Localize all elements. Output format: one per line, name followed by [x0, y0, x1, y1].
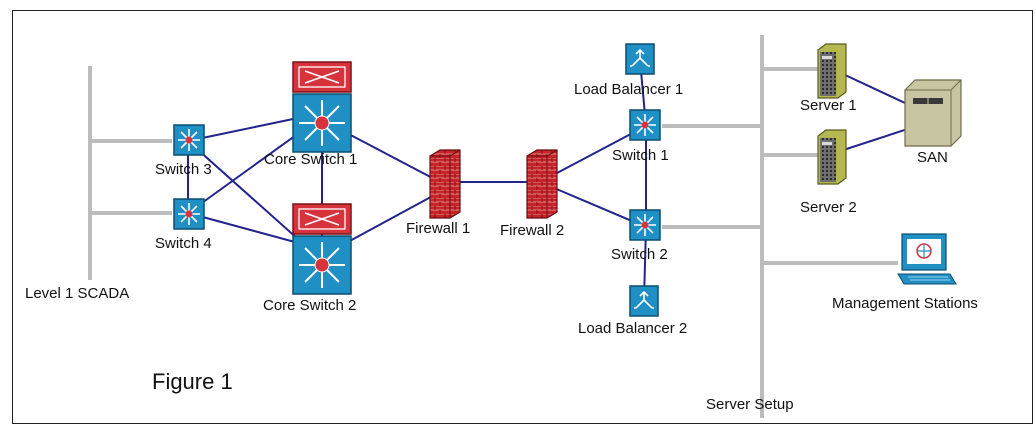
- management-station-icon[interactable]: [897, 233, 957, 285]
- firewall-2-label: Firewall 2: [500, 222, 565, 239]
- load-balancer-2-icon[interactable]: [629, 285, 659, 317]
- switch-4-label: Switch 4: [155, 235, 212, 252]
- load-balancer-1-icon[interactable]: [625, 43, 655, 75]
- server-1-label: Server 1: [800, 97, 857, 114]
- server-bus: [662, 35, 898, 418]
- scada-bus: [88, 66, 172, 280]
- core-switch-2-label: Core Switch 2: [263, 297, 357, 314]
- load-balancer-2-label: Load Balancer 2: [578, 320, 688, 337]
- load-balancer-1-label: Load Balancer 1: [574, 81, 684, 98]
- san-icon[interactable]: [904, 79, 962, 147]
- scada-bus-label: Level 1 SCADA: [25, 285, 130, 302]
- core-switch-2-icon[interactable]: [292, 203, 352, 295]
- management-stations-label: Management Stations: [832, 295, 978, 312]
- switch-3-label: Switch 3: [155, 161, 212, 178]
- switch-1-label: Switch 1: [612, 147, 669, 164]
- switch-1-icon[interactable]: [629, 109, 661, 141]
- switch-2-label: Switch 2: [611, 246, 668, 263]
- firewall-2-icon[interactable]: [526, 149, 558, 219]
- firewall-1-label: Firewall 1: [406, 220, 471, 237]
- server-setup-label: Server Setup: [706, 396, 794, 413]
- core-switch-1-label: Core Switch 1: [264, 151, 358, 168]
- san-label: SAN: [917, 149, 948, 166]
- server-1-icon[interactable]: [817, 43, 847, 99]
- switch-4-icon[interactable]: [173, 198, 205, 230]
- firewall-1-icon[interactable]: [429, 149, 461, 219]
- figure-caption: Figure 1: [152, 369, 233, 394]
- switch-3-icon[interactable]: [173, 124, 205, 156]
- server-2-label: Server 2: [800, 199, 857, 216]
- server-2-icon[interactable]: [817, 129, 847, 185]
- switch-2-icon[interactable]: [629, 209, 661, 241]
- core-switch-1-icon[interactable]: [292, 61, 352, 153]
